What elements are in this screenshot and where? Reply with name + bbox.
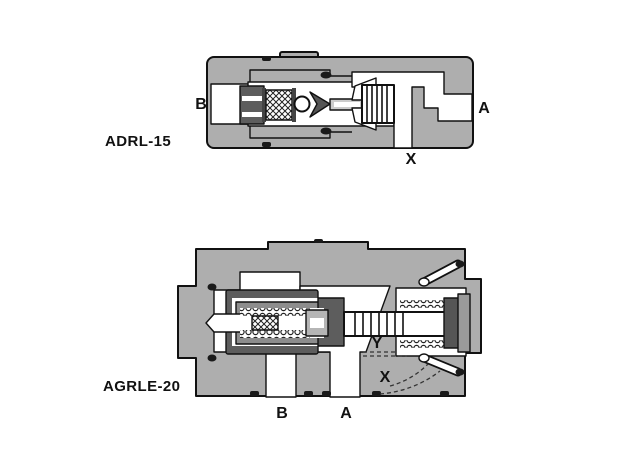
valve-adrl-15: B A X ADRL-15 — [105, 51, 490, 168]
valve1-adjuster — [239, 85, 265, 125]
valve2-end-cap — [457, 293, 471, 353]
valve-agrle-20: Y X B A AGRLE-20 — [103, 239, 482, 422]
valve2-right-coil-top — [400, 300, 448, 308]
valve1-seal-edge-top — [262, 56, 271, 61]
valve2-right-coil-bottom — [400, 340, 448, 348]
valve2-seal-bottom-4 — [372, 391, 381, 396]
valve2-seal-left-top — [207, 283, 217, 291]
valve2-seal-drill-top — [455, 260, 465, 268]
valve2-seal-bottom-3 — [322, 391, 331, 396]
valve2-model-label: AGRLE-20 — [103, 378, 180, 395]
valve1-seal-bottom — [320, 127, 332, 135]
valve2-seal-left-bottom — [207, 354, 217, 362]
valve1-seal-top — [320, 71, 332, 79]
valve2-inner-spring — [251, 315, 279, 331]
valve1-spring — [265, 89, 293, 121]
valve2-coil-row-bottom — [240, 330, 310, 338]
valve2-drill-top — [421, 261, 461, 285]
valve1-spring-cap-left — [262, 88, 266, 122]
valve1-piston-ribs — [366, 85, 388, 123]
valve1-model-label: ADRL-15 — [105, 133, 171, 150]
valve1-sleeve-line-bottom — [249, 126, 352, 139]
valve2-seal-bottom-2 — [304, 391, 313, 396]
valve2-drill-plug-bottom — [418, 353, 430, 363]
valve2-piston-rod — [343, 311, 449, 337]
valve1-seal-edge-bottom — [262, 142, 271, 147]
valve1-check-ball — [293, 95, 311, 113]
valve1-sleeve-line-top — [249, 69, 352, 82]
valve2-seal-drill-bottom — [455, 368, 465, 376]
valve1-port-label-b: B — [195, 96, 207, 113]
valve1-stem-slot — [334, 102, 360, 107]
valve1-port-label-x: X — [406, 151, 417, 168]
valve2-seal-bottom-1 — [250, 391, 259, 396]
valve1-adjuster-slot1 — [242, 96, 262, 101]
valve2-port-label-y: Y — [372, 335, 383, 352]
valve2-drill-bottom — [421, 355, 461, 375]
valve2-port-label-b: B — [276, 405, 288, 422]
valve1-port-label-a: A — [478, 100, 490, 117]
valve1-adjuster-slot2 — [242, 112, 262, 117]
valve2-coil-row-top — [240, 308, 310, 316]
valve2-nut-slot — [310, 318, 324, 328]
valve2-x-dashed-line-1 — [389, 363, 429, 387]
valve2-seal-bottom-5 — [440, 391, 449, 396]
valve2-boss-nub — [314, 239, 323, 243]
valve2-rod-ribs — [354, 312, 404, 336]
valve2-x-dashed-line-2 — [379, 370, 441, 395]
valve1-poppet — [309, 91, 331, 118]
valve2-port-label-x: X — [380, 369, 391, 386]
valve2-drill-plug-top — [418, 277, 430, 287]
valve2-port-label-a: A — [340, 405, 352, 422]
